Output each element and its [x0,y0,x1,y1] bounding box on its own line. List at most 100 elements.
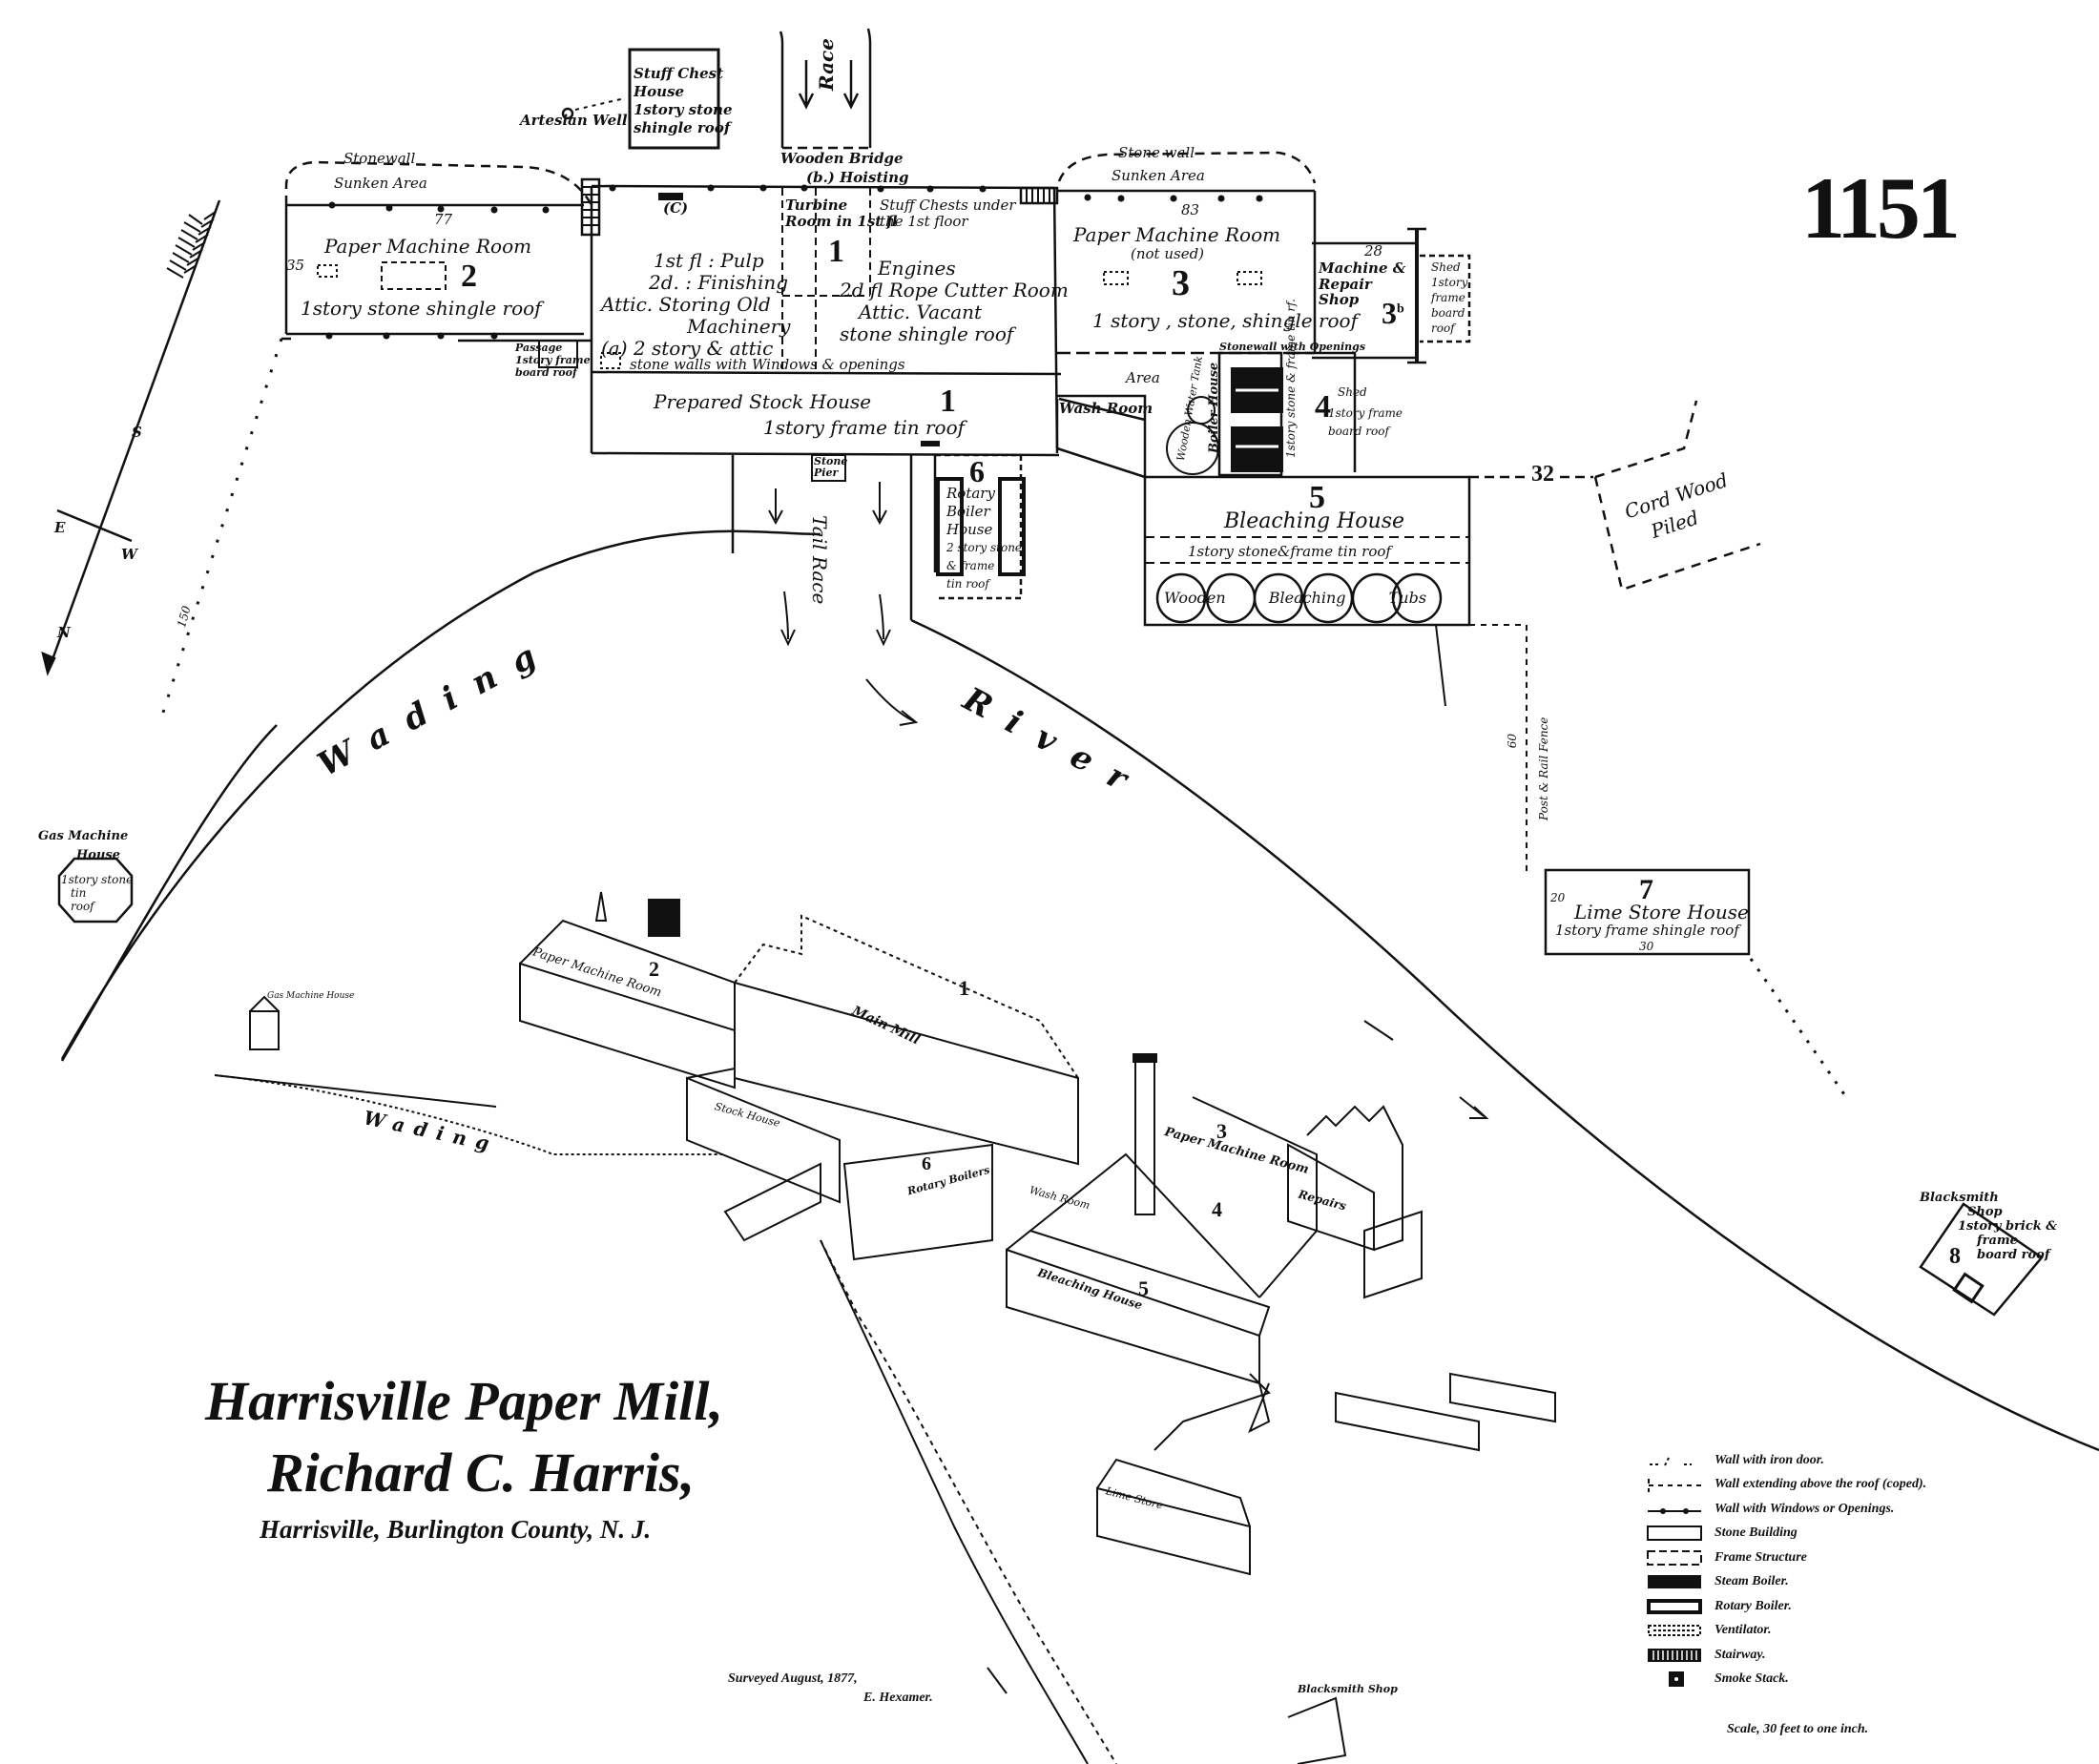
building-3b-dim-top: 28 [1364,242,1383,259]
prepared-stock-house-number: 1 [940,384,956,419]
prepared-stock-house-title: Prepared Stock House [654,390,872,413]
legend-item: Stone Building [1646,1522,1926,1546]
building-2-dim-top: 77 [434,211,453,228]
artesian-well-label: Artesian Well [520,112,628,129]
building-5-number: 5 [1309,480,1325,515]
gas-machine-desc: 1story stone tin roof [61,873,134,913]
legend: Wall with iron door. Wall extending abov… [1646,1448,1926,1691]
iso-number-4: 4 [1212,1197,1222,1221]
legend-label: Stone Building [1715,1525,1798,1541]
stuff-chest-house-label: Stuff Chest House 1story stone shingle r… [634,65,733,136]
iso-number-3: 3 [1216,1119,1227,1143]
building-3-dim-top: 83 [1181,201,1200,218]
boiler-house-wall-label: Stonewall with Openings [1219,341,1366,353]
iso-number-6: 6 [922,1153,931,1174]
building-3-number: 3 [1172,263,1190,303]
building-8-label: Blacksmith Shop 1story brick & frame boa… [1920,1191,2058,1262]
sunken-area-right-label: Sunken Area [1112,167,1205,184]
race-label: Race [815,38,838,91]
legend-item: Wall extending above the roof (coped). [1646,1473,1926,1498]
stairway-legend-icon [1648,1648,1701,1662]
steam-boiler-icon [1648,1575,1701,1589]
hoisting-label: (b.) Hoisting [806,169,909,186]
title-line-1: Harrisville Paper Mill, [205,1370,723,1432]
stonewall-label-right: Stone wall [1118,144,1195,161]
compass-label-n: N [57,624,71,641]
building-6-number: 6 [969,454,985,488]
stone-walls-label: stone walls with Windows & openings [630,356,905,373]
building-7-number: 7 [1639,874,1653,905]
compass-label-w: W [121,546,137,563]
wash-room-label: Wash Room [1059,400,1153,417]
scale-label: Scale, 30 feet to one inch. [1727,1722,1869,1736]
survey-date: Surveyed August, 1877, [728,1671,858,1686]
gas-machine-house: House [76,848,120,862]
area-label: Area [1126,369,1160,386]
legend-label: Steam Boiler. [1715,1574,1789,1589]
iso-number-5: 5 [1138,1276,1149,1300]
title-line-2: Richard C. Harris, [267,1442,695,1504]
boiler-house-label: Boiler House [1207,362,1221,453]
legend-item: Wall with iron door. [1646,1448,1926,1473]
building-4-label: Shed 1story frame board roof [1328,385,1403,438]
c-marker-main: (C) [663,199,689,217]
stone-building-icon [1647,1525,1702,1542]
legend-item: Rotary Boiler. [1646,1594,1926,1619]
building-3-subtitle: (not used) [1131,245,1205,262]
smoke-stack-icon [1669,1671,1684,1688]
building-7-title: Lime Store House [1574,901,1749,924]
building-5-title: Bleaching House [1224,509,1405,533]
building-1-right-text: Engines 2d fl Rope Cutter Room Attic. Va… [840,257,1069,345]
window-wall-icon [1648,1507,1701,1514]
legend-item: Stairway. [1646,1643,1926,1668]
ventilator-icon [1648,1625,1701,1637]
prepared-stock-house-desc: 1story frame tin roof [763,416,966,439]
surveyor-name: E. Hexamer. [863,1691,933,1705]
building-7-desc: 1story frame shingle roof [1555,922,1739,939]
compass-icon [41,199,221,676]
iso-label-blacksmith: Blacksmith Shop [1298,1683,1398,1695]
building-2-desc: 1story stone shingle roof [301,297,542,320]
building-1-number: 1 [828,234,844,269]
stonewall-label-left: Stonewall [343,150,416,167]
legend-item: Wall with Windows or Openings. [1646,1497,1926,1522]
compass-label-s: S [132,424,142,441]
building-7-dim-bottom: 30 [1639,940,1654,953]
building-3b-number: 3b [1382,296,1404,330]
wooden-bridge-label: Wooden Bridge [780,150,904,167]
tail-race-label: Tail Race [808,515,831,605]
coped-wall-icon [1648,1479,1701,1493]
legend-label: Wall with Windows or Openings. [1715,1501,1895,1516]
legend-item: Smoke Stack. [1646,1668,1926,1692]
dim-60: 60 [1506,733,1520,749]
sunken-area-left-label: Sunken Area [334,175,427,192]
stairway-icon [1019,186,1059,205]
building-3b-title: Machine & Repair Shop [1319,259,1406,308]
legend-label: Wall extending above the roof (coped). [1715,1477,1927,1492]
building-4-number: 4 [1315,389,1331,425]
boiler-house-desc: 1story stone & frame tin rf. [1284,299,1298,458]
fence-label: Post & Rail Fence [1537,716,1550,820]
legend-label: Wall with iron door. [1715,1452,1824,1467]
bleaching-tubs-label: Wooden Bleaching Tubs [1164,589,1427,607]
gas-machine-title: Gas Machine [38,829,129,843]
building-1-left-text: 1st fl : Pulp 2d. : Finishing Attic. Sto… [601,249,791,360]
iso-number-2: 2 [649,957,659,981]
frame-structure-icon [1647,1549,1702,1566]
legend-label: Stairway. [1715,1647,1766,1662]
compass-label-e: E [54,519,66,536]
legend-label: Rotary Boiler. [1715,1598,1792,1613]
legend-item: Steam Boiler. [1646,1570,1926,1595]
building-8-number: 8 [1949,1244,1961,1269]
iron-door-wall-icon [1650,1455,1692,1466]
building-3-title: Paper Machine Room [1073,223,1281,246]
legend-item: Ventilator. [1646,1619,1926,1644]
iso-label-gas-house: Gas Machine House [267,991,355,1001]
dim-32: 32 [1531,462,1554,487]
title-line-3: Harrisville, Burlington County, N. J. [260,1515,652,1544]
